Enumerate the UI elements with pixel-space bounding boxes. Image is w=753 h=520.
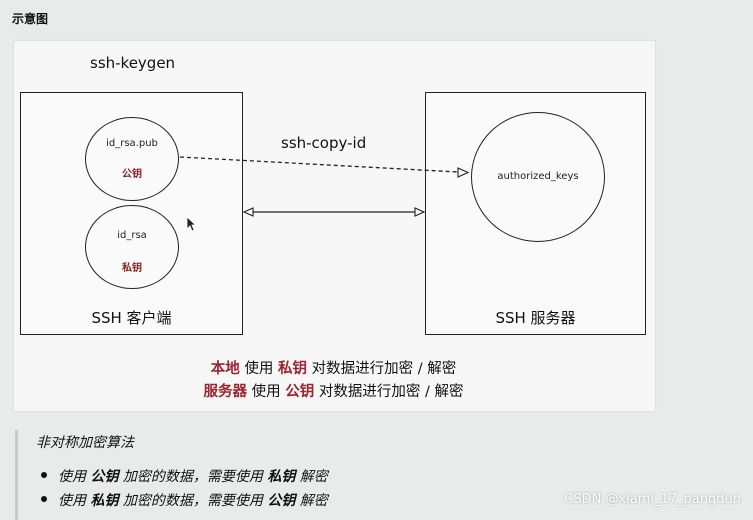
list-keyword: 公钥 [267, 493, 296, 509]
authorized-keys-circle: authorized_keys [471, 112, 605, 242]
keygen-label: ssh-keygen [90, 54, 176, 72]
list-keyword: 私钥 [90, 493, 119, 509]
note-local-highlight-1: 本地 [210, 361, 240, 377]
list-keyword: 私钥 [267, 469, 296, 485]
client-label: SSH 客户端 [91, 309, 172, 327]
page-heading: 示意图 [12, 12, 49, 26]
algo-title: 非对称加密算法 [36, 435, 134, 451]
private-key-circle: id_rsa 私钥 [85, 205, 179, 289]
note-server-highlight-1: 服务器 [203, 384, 248, 400]
list-keyword: 公钥 [90, 469, 119, 485]
note-local-text-1: 使用 [239, 361, 278, 377]
blockquote-bar [15, 430, 18, 520]
private-key-name: id_rsa [117, 230, 147, 241]
note-server-text-1: 使用 [247, 384, 286, 400]
private-key-sub: 私钥 [122, 263, 142, 274]
list-item: 使用 私钥 加密的数据，需要使用 公钥 解密 [40, 490, 328, 514]
list-text: 解密 [295, 493, 328, 509]
list-text: 使用 [58, 469, 91, 485]
algo-list: 使用 公钥 加密的数据，需要使用 私钥 解密 使用 私钥 加密的数据，需要使用 … [40, 466, 328, 514]
public-key-sub: 公钥 [122, 169, 142, 180]
authorized-keys-name: authorized_keys [497, 171, 579, 182]
list-text: 加密的数据，需要使用 [118, 469, 268, 485]
bullet-icon [41, 472, 47, 478]
public-key-name: id_rsa.pub [106, 138, 158, 149]
list-text: 使用 [58, 493, 91, 509]
mouse-cursor-icon [186, 216, 196, 232]
note-line-local: 本地 使用 私钥 对数据进行加密 / 解密 [0, 357, 667, 378]
note-server-highlight-2: 公钥 [285, 384, 315, 400]
note-local-highlight-2: 私钥 [278, 361, 307, 377]
copy-id-label: ssh-copy-id [281, 134, 367, 152]
bullet-icon [41, 496, 47, 502]
list-item: 使用 公钥 加密的数据，需要使用 私钥 解密 [40, 466, 328, 490]
watermark: CSDN @xiami_17_pangdun [564, 492, 741, 507]
note-local-text-2: 对数据进行加密 / 解密 [307, 361, 457, 377]
public-key-circle: id_rsa.pub 公钥 [85, 117, 179, 201]
server-label: SSH 服务器 [495, 309, 576, 327]
note-server-text-2: 对数据进行加密 / 解密 [314, 384, 464, 400]
list-text: 加密的数据，需要使用 [118, 493, 268, 509]
note-line-server: 服务器 使用 公钥 对数据进行加密 / 解密 [0, 380, 667, 401]
list-text: 解密 [295, 469, 328, 485]
